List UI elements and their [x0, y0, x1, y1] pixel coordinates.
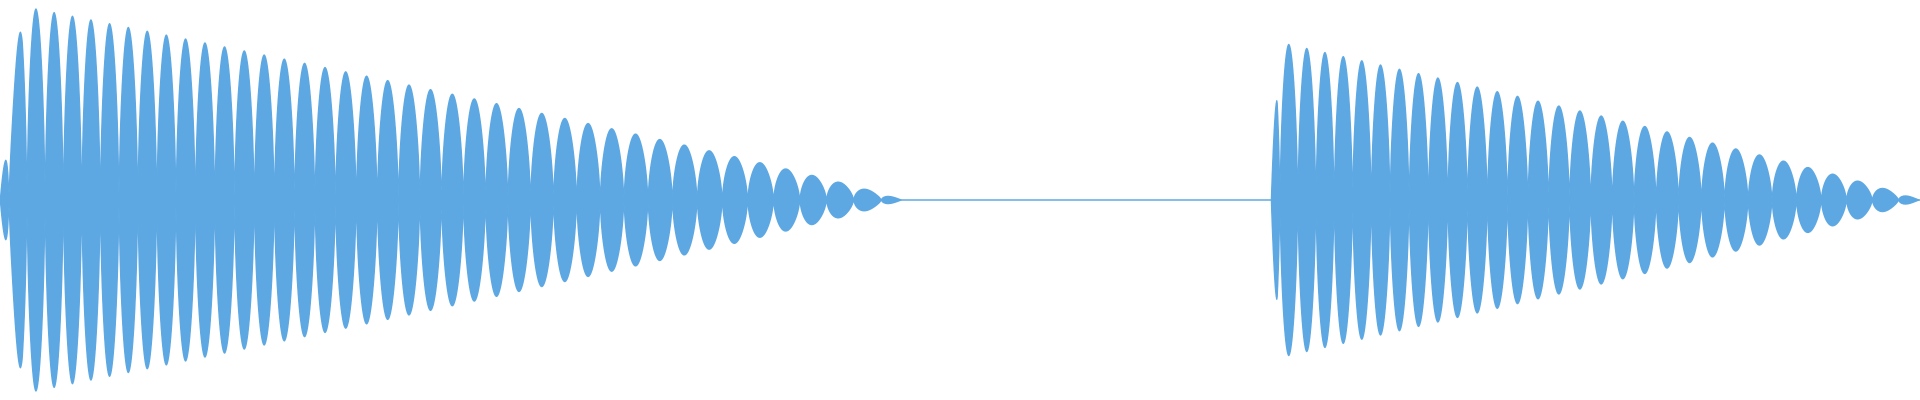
waveform-burst-2 — [1270, 43, 1920, 357]
waveform-burst-1 — [0, 8, 904, 392]
